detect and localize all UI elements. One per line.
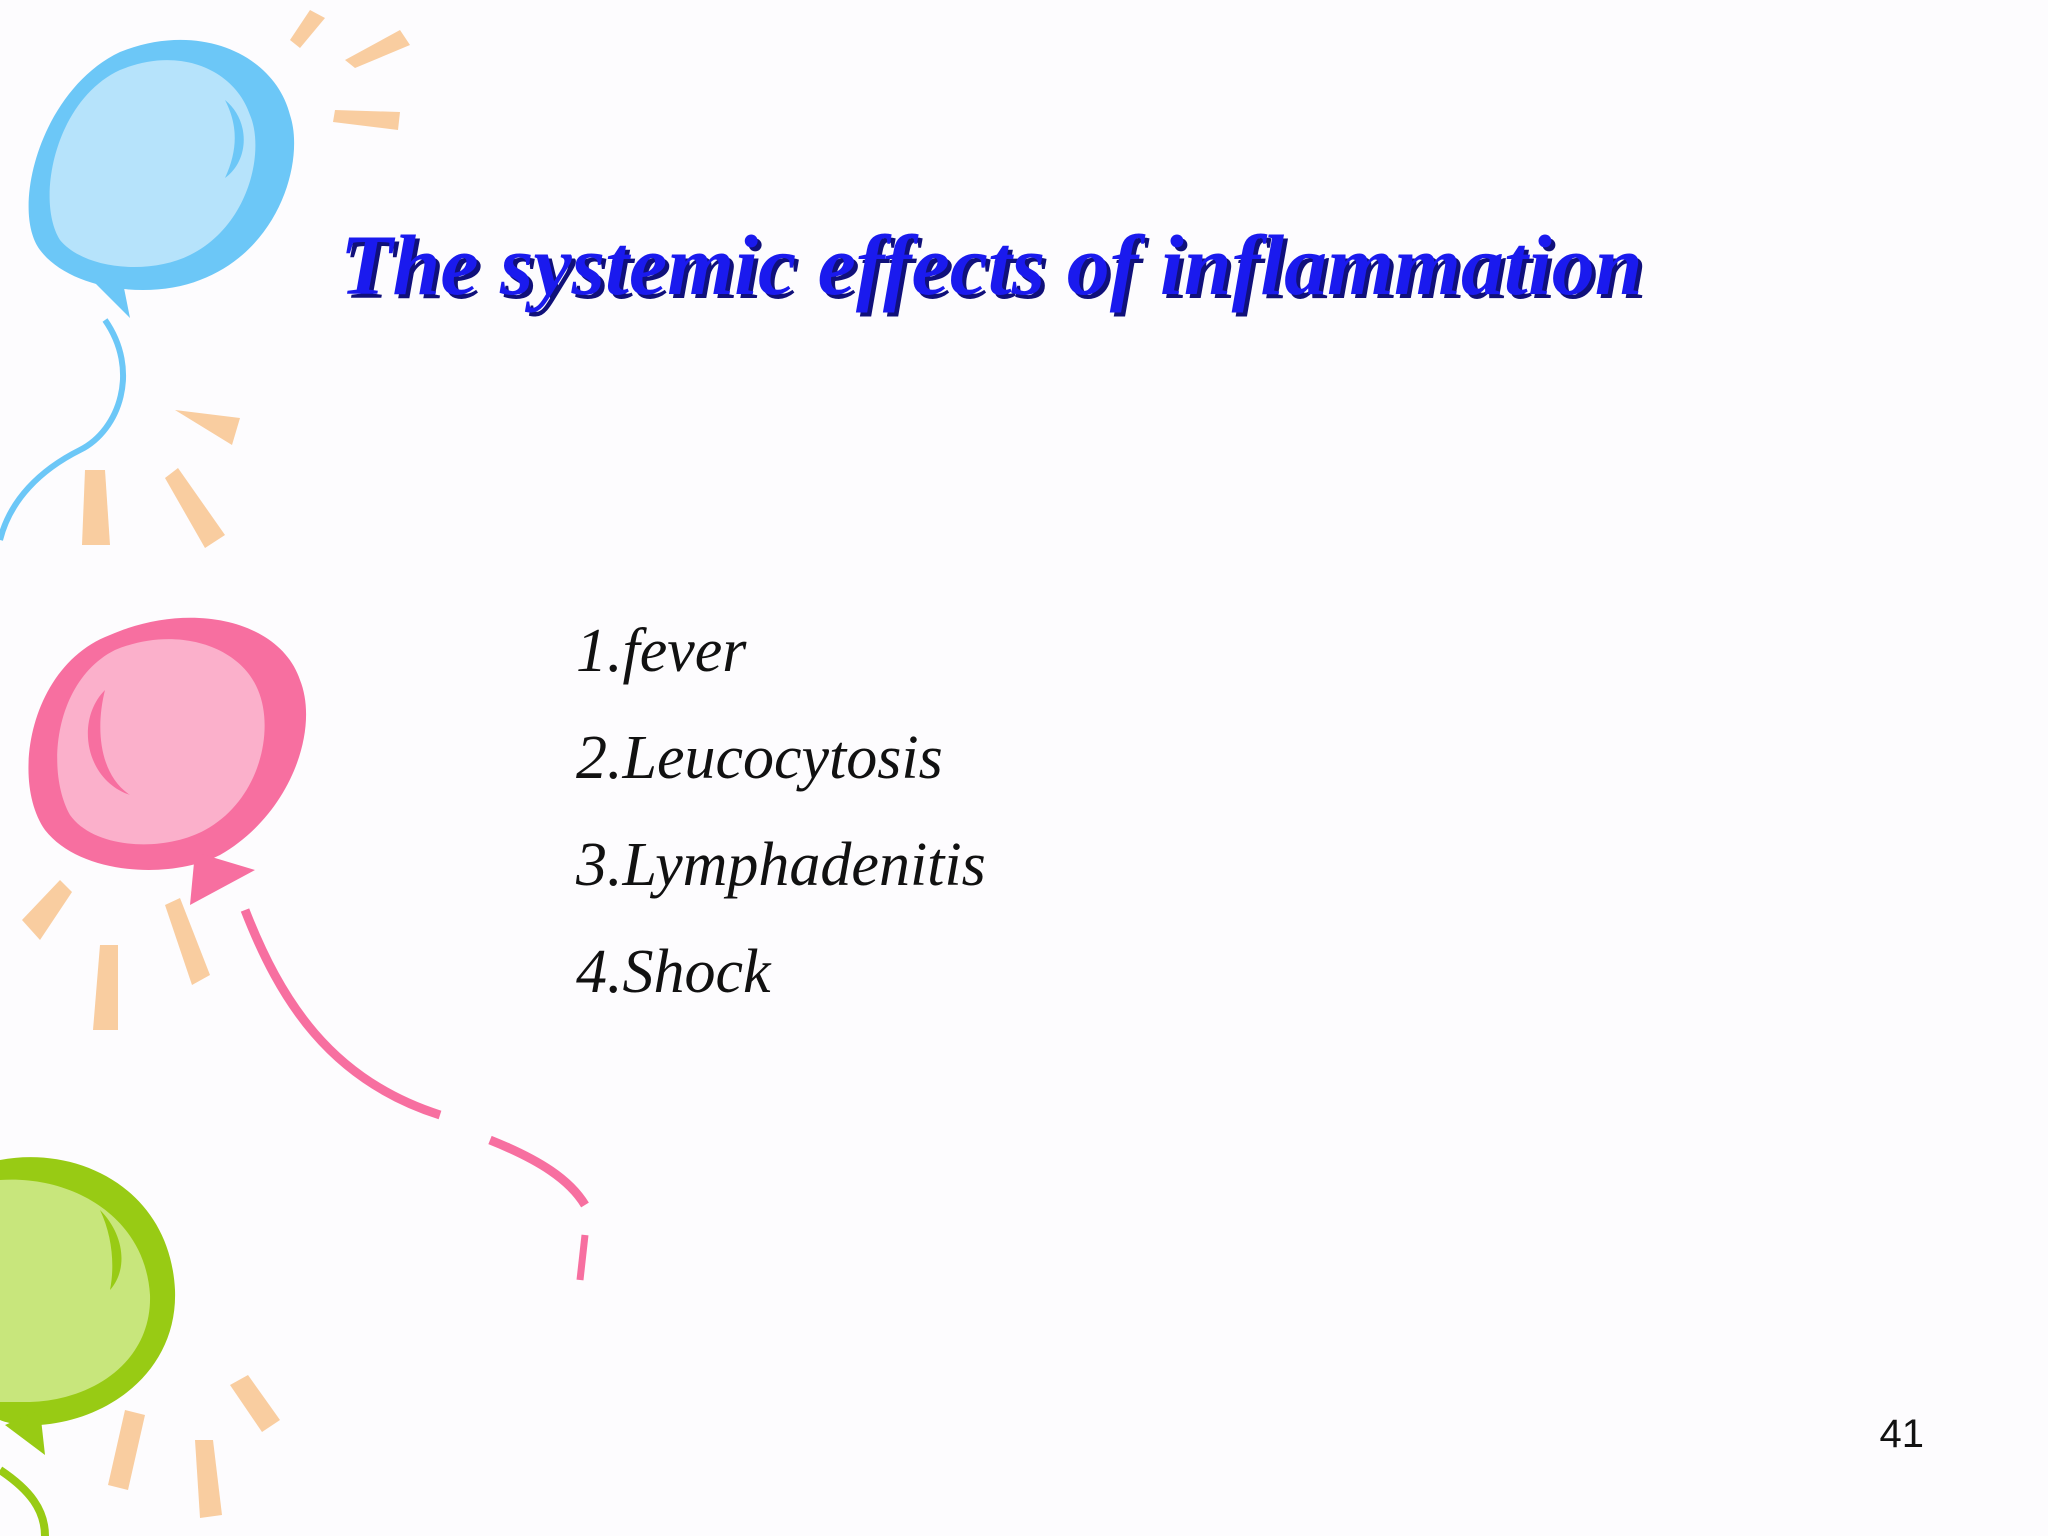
pink-balloon-icon <box>28 617 589 1281</box>
blue-balloon-icon <box>0 39 295 541</box>
list-item: 2.Leucocytosis <box>576 724 943 792</box>
effects-list: 1.fever 2.Leucocytosis 3.Lymphadenitis 4… <box>576 598 986 1026</box>
list-item: 3.Lymphadenitis <box>576 831 986 899</box>
slide-title: The systemic effects of inflammation <box>340 217 1643 313</box>
green-balloon-icon <box>0 1157 176 1536</box>
sparkle-decoration <box>22 10 410 1518</box>
list-item: 1.fever <box>576 617 747 685</box>
slide-page-number: 41 <box>1879 1412 1925 1456</box>
list-item: 4.Shock <box>576 938 771 1006</box>
